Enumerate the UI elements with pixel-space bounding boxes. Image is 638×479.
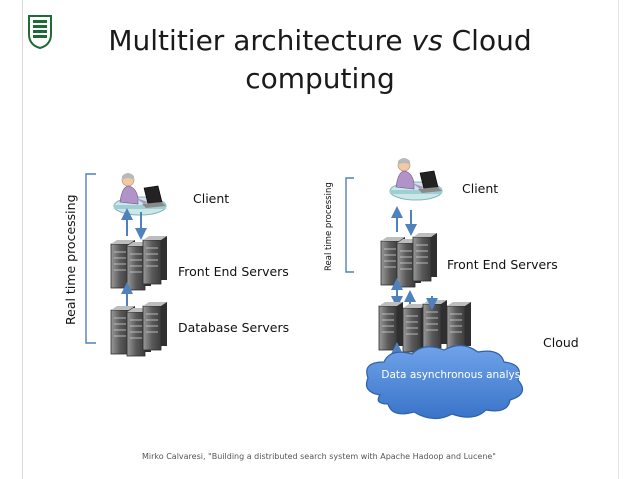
right-real-time-processing-label: Real time processing: [324, 182, 334, 271]
right-front-end-label: Front End Servers: [447, 257, 558, 272]
client-computer-icon: [389, 157, 443, 201]
cloud-analysis-text: Data asynchronous analysis: [381, 369, 529, 381]
left-front-end-label: Front End Servers: [178, 264, 289, 279]
server-icon: [142, 301, 168, 351]
server-icon: [446, 301, 472, 351]
server-icon: [412, 232, 438, 282]
left-client-label: Client: [193, 191, 230, 206]
left-client: [113, 172, 167, 216]
right-client-label: Client: [462, 181, 499, 196]
title-vs: vs: [411, 24, 443, 57]
right-front-end-servers: [380, 232, 438, 288]
left-front-end-servers: [110, 235, 168, 291]
right-bracket: [345, 177, 354, 273]
cloud-label: Cloud: [543, 335, 579, 350]
slide-border-left: [22, 0, 23, 479]
left-real-time-processing-label: Real time processing: [63, 194, 78, 326]
left-database-servers: [110, 301, 168, 357]
left-database-label: Database Servers: [178, 320, 290, 335]
slide-border-right: [618, 0, 619, 479]
left-bracket: [85, 173, 96, 344]
server-icon: [422, 299, 448, 349]
client-computer-icon: [113, 172, 167, 216]
right-client: [389, 157, 443, 201]
university-logo-icon: [25, 12, 55, 50]
footer-citation: Mirko Calvaresi, "Building a distributed…: [142, 452, 496, 461]
right-cloud-servers: [378, 299, 472, 353]
server-icon: [142, 235, 168, 285]
server-icon: [378, 301, 404, 351]
cloud-shape: [365, 344, 524, 420]
slide-title: Multitier architecture vs Cloud computin…: [108, 24, 532, 95]
